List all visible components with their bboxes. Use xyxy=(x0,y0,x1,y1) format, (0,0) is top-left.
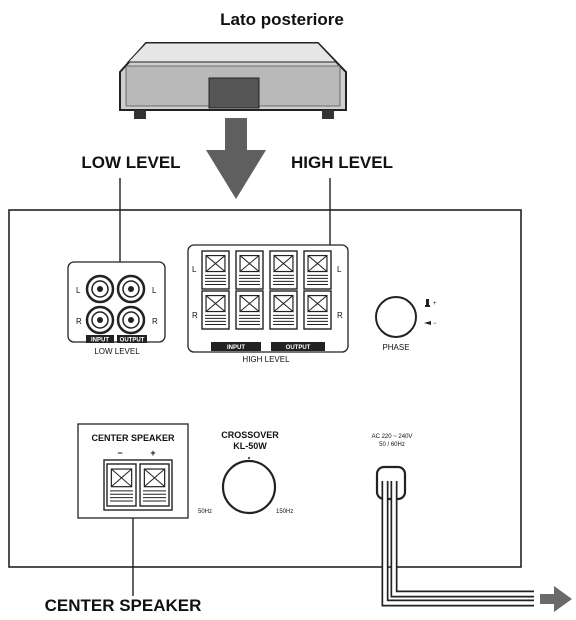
low-level-label: LOW LEVEL xyxy=(81,153,180,172)
crossover-tick-dot xyxy=(248,457,250,459)
hl-output-tag xyxy=(271,342,325,351)
power-direction-arrow xyxy=(540,586,572,612)
rca-output-right-jack[interactable] xyxy=(116,305,146,335)
high-level-label: HIGH LEVEL xyxy=(291,153,393,172)
rca-output-left-jack[interactable] xyxy=(116,274,146,304)
center-plus-sign: + xyxy=(150,448,155,458)
hl-terminal-top-input-left-minus[interactable] xyxy=(201,250,230,290)
phase-switch[interactable] xyxy=(375,296,417,338)
rca-input-tag xyxy=(86,335,114,343)
rca-right-channel-label-right: R xyxy=(152,317,158,326)
hl-terminal-bottom-output-left-minus[interactable] xyxy=(269,290,298,330)
phase-switch-group: + − PHASE xyxy=(375,296,437,352)
center-speaker-minus-terminal[interactable] xyxy=(106,463,137,507)
rca-caption: LOW LEVEL xyxy=(94,347,140,356)
crossover-max-label: 150Hz xyxy=(276,509,293,515)
center-speaker-box-label: CENTER SPEAKER xyxy=(91,433,175,443)
rca-output-tag-text: OUTPUT xyxy=(120,338,145,344)
hl-caption: HIGH LEVEL xyxy=(242,355,290,364)
crossover-group: CROSSOVER KL-50W 50Hz 150Hz xyxy=(198,430,293,515)
center-speaker-terminal-block: CENTER SPEAKER − + xyxy=(77,423,189,519)
hl-left-channel-label: L xyxy=(192,265,197,274)
subwoofer-rear-panel xyxy=(8,209,522,568)
rca-input-tag-text: INPUT xyxy=(91,338,109,344)
phase-normal-symbol: + xyxy=(433,301,437,307)
power-cord xyxy=(381,481,534,607)
rca-left-channel-label: L xyxy=(76,286,81,295)
crossover-label: CROSSOVER xyxy=(221,430,279,440)
rca-input-right-jack[interactable] xyxy=(85,305,115,335)
ac-frequency-label: 50 / 60Hz xyxy=(379,442,405,448)
center-minus-sign: − xyxy=(117,448,122,458)
rca-input-left-jack[interactable] xyxy=(85,274,115,304)
high-level-terminal-block: L L R R INPUT OUTPUT HIGH LEVEL xyxy=(187,244,349,364)
hl-terminal-bottom-output-left-plus[interactable] xyxy=(303,290,332,330)
ac-power-group: AC 220 ~ 240V 50 / 60Hz xyxy=(372,434,572,612)
hl-terminal-bottom-input-left-minus[interactable] xyxy=(201,290,230,330)
receiver-device-illustration xyxy=(119,42,347,119)
hl-input-tag xyxy=(211,342,261,351)
hl-right-channel-label-right: R xyxy=(337,311,343,320)
center-speaker-label: CENTER SPEAKER xyxy=(45,596,202,615)
phase-normal-icon xyxy=(426,299,429,305)
center-speaker-plus-terminal[interactable] xyxy=(139,463,170,507)
hl-input-tag-text: INPUT xyxy=(227,345,245,351)
hl-terminal-top-input-left-plus[interactable] xyxy=(235,250,264,290)
phase-reverse-icon xyxy=(424,321,431,325)
crossover-model-label: KL-50W xyxy=(233,441,267,451)
hl-terminal-top-output-left-plus[interactable] xyxy=(303,250,332,290)
hl-terminal-top-output-left-minus[interactable] xyxy=(269,250,298,290)
phase-reverse-symbol: − xyxy=(433,321,437,327)
crossover-min-label: 50Hz xyxy=(198,509,212,515)
phase-label: PHASE xyxy=(382,343,409,352)
hl-left-channel-label-right: L xyxy=(337,265,342,274)
crossover-knob[interactable] xyxy=(221,459,277,515)
rca-output-tag xyxy=(117,335,147,343)
connection-arrow xyxy=(206,118,266,199)
hl-output-tag-text: OUTPUT xyxy=(286,345,311,351)
rca-left-channel-label-right: L xyxy=(152,286,157,295)
rca-right-channel-label: R xyxy=(76,317,82,326)
diagram-title: Lato posteriore xyxy=(220,10,344,29)
ac-voltage-label: AC 220 ~ 240V xyxy=(372,434,413,440)
low-level-rca-block: L L R R INPUT OUTPUT LOW LEVEL xyxy=(67,261,166,356)
hl-right-channel-label: R xyxy=(192,311,198,320)
hl-terminal-bottom-input-left-plus[interactable] xyxy=(235,290,264,330)
